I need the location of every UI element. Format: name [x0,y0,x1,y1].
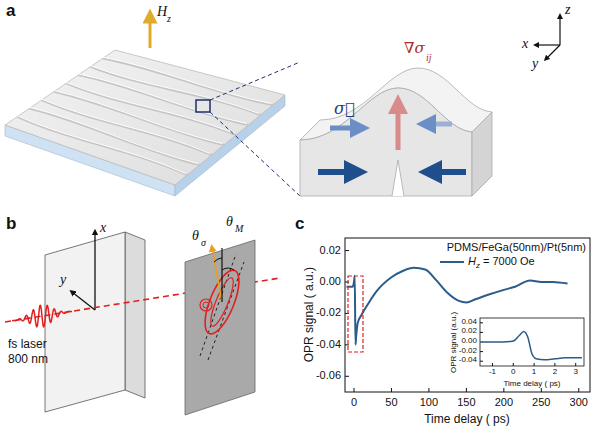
tick-label: 0.00 [461,337,477,346]
symbol-label: ∇σ [404,40,425,57]
tick-label: 3 [573,368,577,377]
axis-title: OPR signal ( a.u.) [303,267,316,362]
tick-label: 0.02 [461,327,477,336]
legend-label: PDMS/FeGa(50nm)/Pt(5nm) [447,241,586,253]
tick-marks [480,323,576,366]
inset-frame [480,318,584,366]
symbol-label: y [60,272,66,287]
axis-y [72,292,95,310]
symbol-label: M [235,223,243,234]
tick-label: -0.06 [316,369,341,381]
panel-label: b [6,215,16,234]
tick-label: 0.04 [461,318,477,327]
tick-label: -1 [489,368,496,377]
symbol-label: σ [201,237,206,248]
axis-title: Time delay ( ps) [424,413,510,426]
panel-label: a [6,2,15,21]
tick-label: -0.04 [459,356,477,365]
symbol-label: z [167,13,171,24]
tick-label: -0.02 [459,347,477,356]
axis-x [94,232,95,310]
axis-title: OPR signal (a.u.) [451,311,460,372]
analysis-plane [185,240,255,415]
tick-label: 0 [351,396,357,408]
wrinkled-film [5,50,285,196]
symbol-label: x [522,36,528,51]
zoom-box [196,100,210,112]
opr-curve [482,331,582,359]
axis-title: Time delay ( ps) [503,380,560,389]
tick-label: 0.02 [320,244,341,256]
legend-label: H [468,255,476,267]
symbol-label: 800 nm [8,353,48,366]
tick-label: 1 [532,368,536,377]
symbol-label: y [532,56,538,71]
tick-label: -0.02 [316,306,341,318]
tick-label: 250 [532,396,550,408]
panel-label: c [295,215,304,234]
tick-label: 0 [511,368,515,377]
symbol-label: θ [226,214,233,229]
plot-frame [345,238,590,392]
symbol-label: ij [426,52,432,63]
laser-pulse [12,305,72,327]
field-arrow [149,16,152,48]
tick-label: 2 [553,368,557,377]
tick-label: -0.04 [316,338,341,350]
legend-label: z [476,262,480,271]
zoom-line [210,62,300,100]
tick-label: 100 [420,396,438,408]
tick-label: 50 [385,396,397,408]
symbol-label: fs laser [8,338,47,351]
tick-label: 0.00 [320,275,341,287]
tick-label: 300 [570,396,588,408]
symbol-label: σ⃗ [334,100,355,118]
zoom-line [210,112,300,196]
wrinkle-inset [300,68,492,196]
legend-label: = 7000 Oe [483,255,535,267]
legend-line [440,261,464,263]
tick-label: 150 [457,396,475,408]
symbol-label: H [157,4,167,19]
axis-triad [536,16,560,59]
symbol-label: θ [192,228,199,243]
symbol-label: x [100,220,106,235]
sample-slab [45,232,145,412]
tick-label: 200 [495,396,513,408]
symbol-label: z [565,2,570,17]
zoom-box [348,276,363,352]
